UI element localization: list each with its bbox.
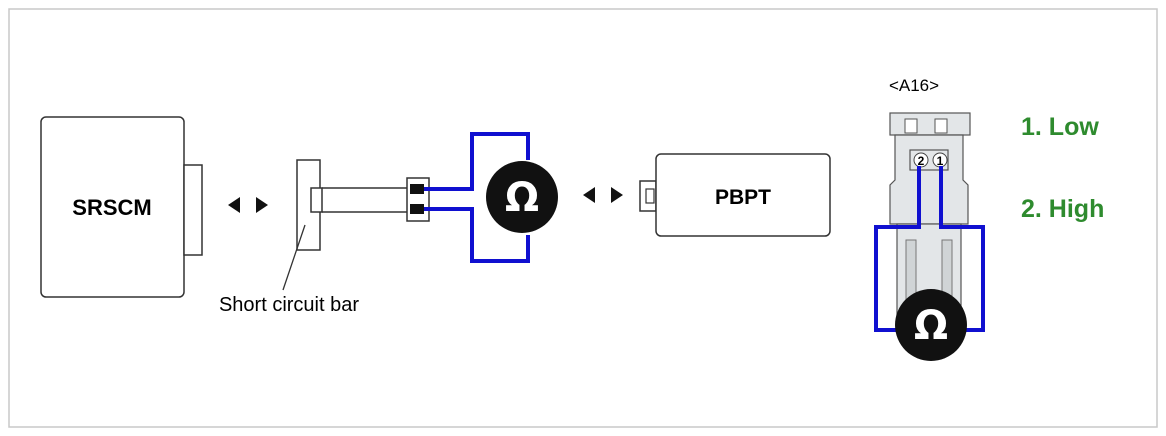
srscm-label: SRSCM xyxy=(72,195,151,220)
srscm-module: SRSCM xyxy=(40,116,203,298)
ohm-symbol: Ω xyxy=(914,303,948,349)
meter-leads xyxy=(424,132,530,263)
ohmmeter-icon: Ω xyxy=(895,289,967,361)
srscm-connector xyxy=(183,164,203,256)
short-circuit-bar: Short circuit bar xyxy=(219,159,412,316)
short-bar-label: Short circuit bar xyxy=(219,294,359,316)
bidirectional-arrow-icon xyxy=(583,187,623,203)
pin-high-label: 2. High xyxy=(1021,195,1104,223)
test-connector xyxy=(406,177,430,222)
connector-id-label: <A16> xyxy=(889,76,939,95)
a16-meter-leads xyxy=(874,166,985,332)
ohmmeter-icon: Ω xyxy=(486,161,558,233)
pin-2-number: 2 xyxy=(918,154,925,168)
pin-low-label: 1. Low xyxy=(1021,113,1099,141)
pbpt-module: PBPT xyxy=(639,153,831,237)
bidirectional-arrow-icon xyxy=(228,197,268,213)
pin-1-number: 1 xyxy=(937,154,944,168)
pbpt-label: PBPT xyxy=(715,186,771,209)
ohm-symbol: Ω xyxy=(505,175,539,221)
